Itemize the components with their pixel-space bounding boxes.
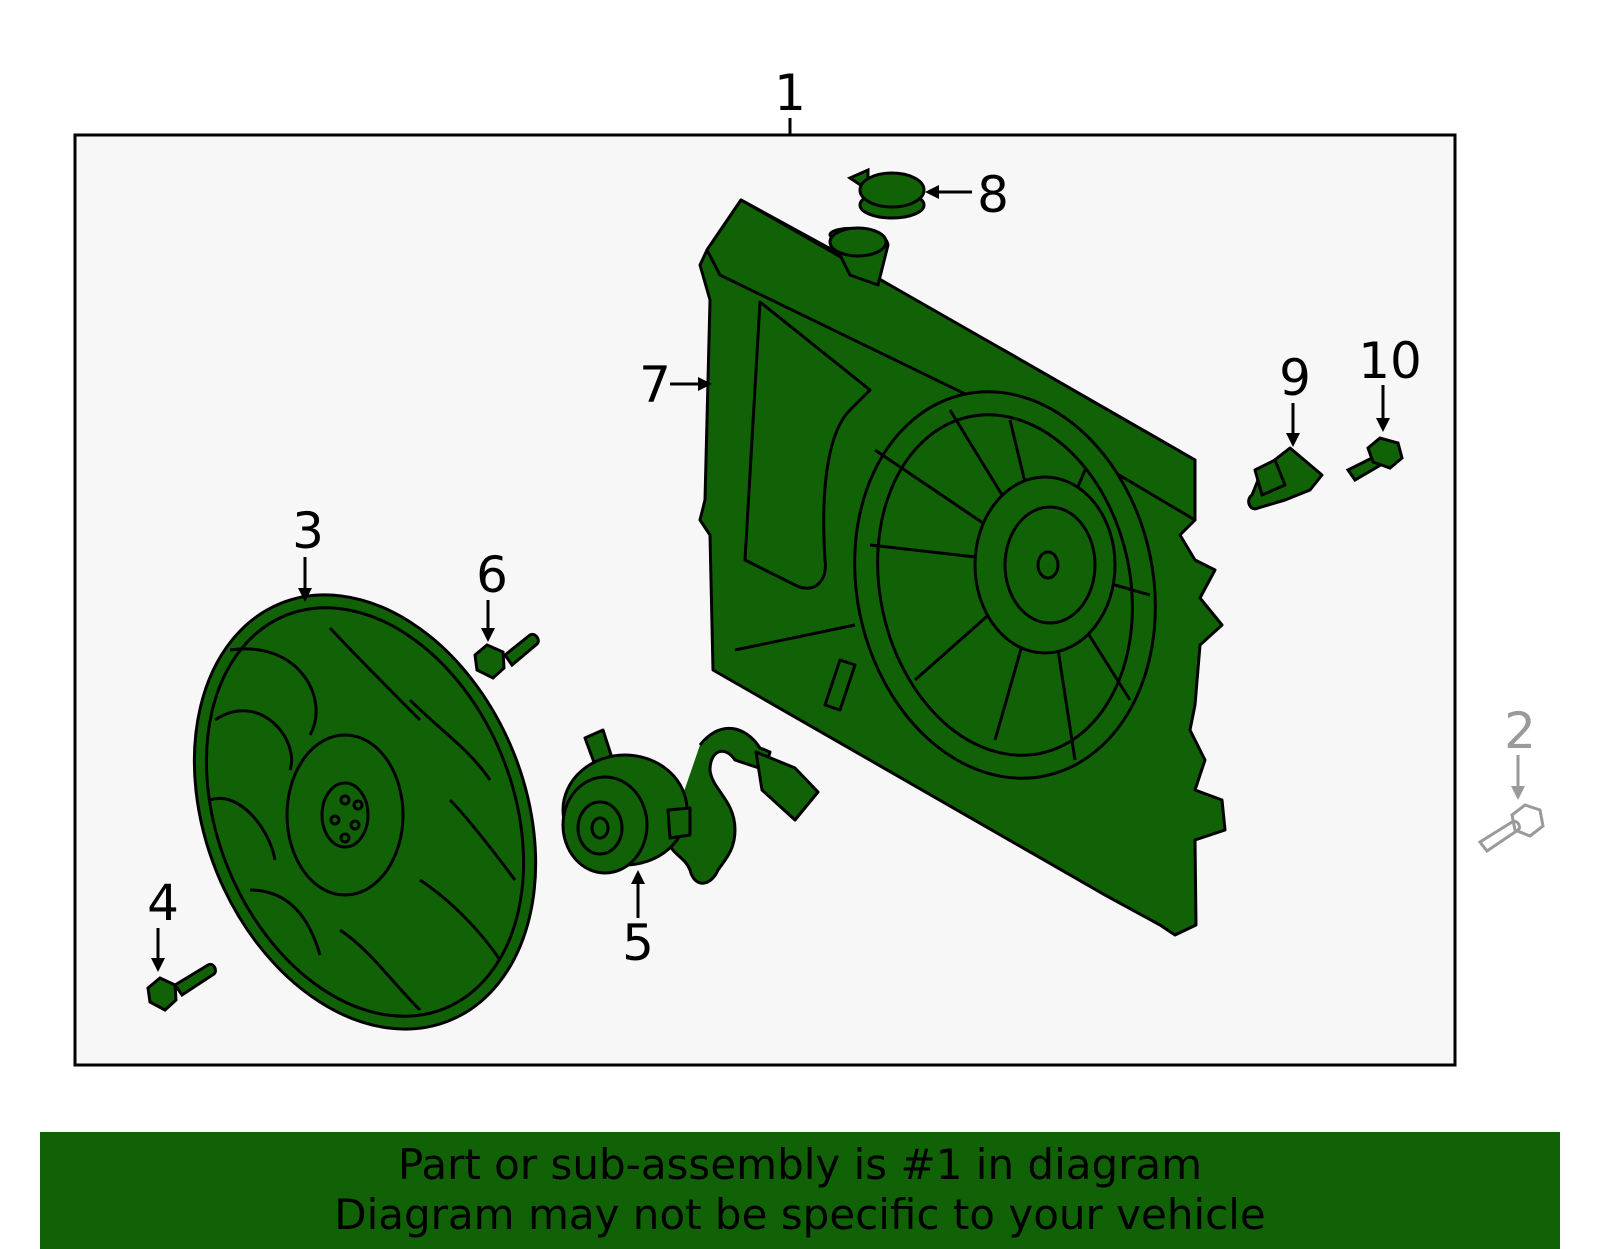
retainer-clip[interactable]	[1247, 446, 1324, 511]
callout-7[interactable]: 7	[639, 356, 671, 414]
excluded-bolt[interactable]	[1477, 803, 1545, 854]
banner-line-2: Diagram may not be specific to your vehi…	[334, 1190, 1266, 1239]
motor-bolt[interactable]	[473, 632, 540, 680]
fan-bolt[interactable]	[146, 962, 217, 1012]
callout-10[interactable]: 10	[1358, 332, 1422, 390]
disclaimer-banner: Part or sub-assembly is #1 in diagram Di…	[40, 1132, 1560, 1249]
banner-line-1: Part or sub-assembly is #1 in diagram	[397, 1140, 1203, 1189]
callout-8[interactable]: 8	[977, 166, 1009, 224]
callout-2[interactable]: 2	[1504, 702, 1536, 760]
fan-blade[interactable]	[132, 543, 597, 1080]
callout-9[interactable]: 9	[1279, 349, 1311, 407]
reservoir-cap[interactable]	[846, 167, 926, 220]
callout-6[interactable]: 6	[476, 546, 508, 604]
fan-shroud[interactable]	[698, 198, 1227, 937]
fan-motor[interactable]	[561, 727, 820, 885]
shroud-bolt[interactable]	[1345, 436, 1404, 482]
callout-5[interactable]: 5	[622, 914, 654, 972]
callout-4[interactable]: 4	[147, 874, 179, 932]
parts-diagram: 1 7 8	[73, 64, 1545, 1080]
callout-1[interactable]: 1	[774, 64, 806, 122]
callout-3[interactable]: 3	[292, 502, 324, 560]
